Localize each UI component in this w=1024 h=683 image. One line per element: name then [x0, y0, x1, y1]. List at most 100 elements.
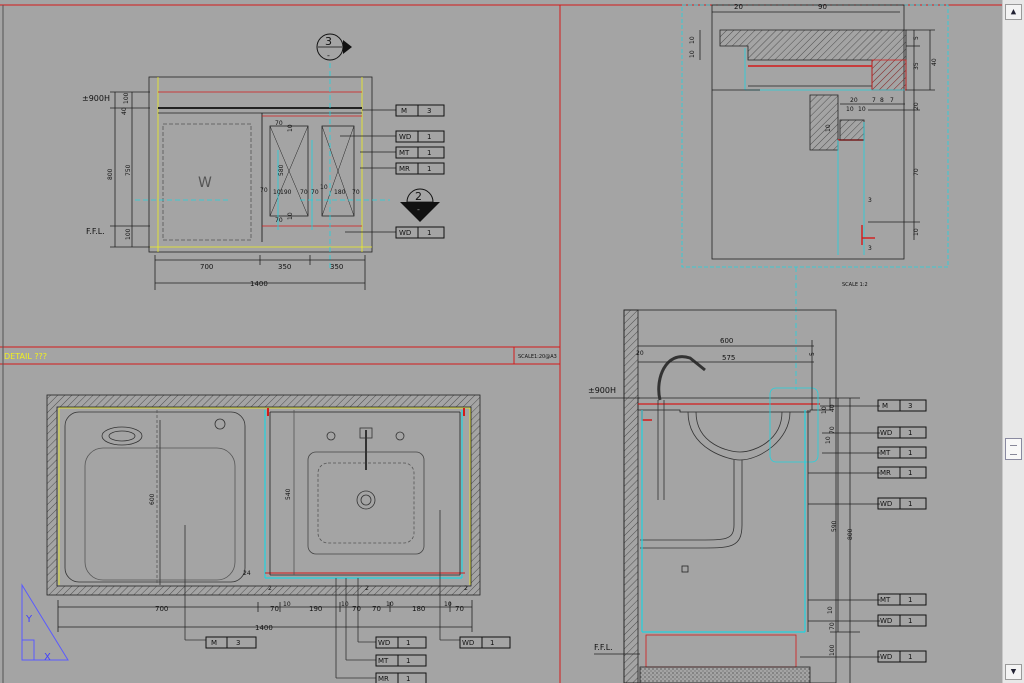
svg-text:180: 180 — [412, 605, 425, 613]
svg-text:1: 1 — [908, 429, 912, 437]
svg-text:5: 5 — [809, 352, 816, 356]
svg-text:-: - — [417, 205, 420, 214]
svg-text:1400: 1400 — [255, 624, 273, 632]
svg-text:70: 70 — [829, 426, 836, 434]
svg-text:20: 20 — [636, 350, 644, 357]
svg-text:WD: WD — [880, 617, 892, 625]
svg-text:7: 7 — [890, 97, 894, 104]
svg-text:3: 3 — [236, 639, 240, 647]
svg-text:3: 3 — [908, 402, 912, 410]
svg-text:WD: WD — [880, 429, 892, 437]
svg-text:3: 3 — [868, 245, 872, 252]
svg-text:7: 7 — [872, 97, 876, 104]
svg-text:X: X — [44, 652, 51, 663]
svg-text:70: 70 — [260, 187, 268, 194]
svg-text:750: 750 — [125, 164, 132, 176]
svg-text:WD: WD — [880, 500, 892, 508]
level-floor-elev: F.F.L. — [86, 227, 105, 236]
svg-text:1: 1 — [908, 653, 912, 661]
svg-text:10: 10 — [846, 106, 854, 113]
svg-text:100: 100 — [829, 644, 836, 656]
svg-text:10: 10 — [273, 189, 281, 196]
svg-text:8: 8 — [880, 97, 884, 104]
scale-label: SCALE — [518, 354, 534, 360]
svg-text:Y: Y — [25, 614, 33, 625]
svg-text:10: 10 — [320, 184, 328, 191]
svg-text:40: 40 — [931, 58, 938, 66]
svg-text:MT: MT — [880, 596, 891, 604]
svg-text:10: 10 — [821, 406, 828, 414]
svg-text:2: 2 — [464, 585, 468, 592]
svg-text:575: 575 — [722, 354, 735, 362]
scrollbar-thumb[interactable] — [1005, 438, 1022, 460]
svg-text:2: 2 — [268, 585, 272, 592]
svg-text:190: 190 — [280, 189, 292, 196]
svg-text:35: 35 — [913, 62, 920, 70]
svg-text:10: 10 — [827, 606, 834, 614]
cad-drawing[interactable]: DETAIL ??? SCALE 1:20@A3 — [0, 0, 1002, 683]
svg-text:600: 600 — [149, 493, 156, 505]
svg-text:10: 10 — [283, 601, 291, 608]
svg-text:MR: MR — [399, 165, 410, 173]
svg-text:800: 800 — [107, 168, 114, 180]
svg-text:10: 10 — [689, 36, 696, 44]
svg-text:70: 70 — [913, 168, 920, 176]
svg-text:20: 20 — [734, 3, 743, 11]
svg-text:2: 2 — [415, 190, 422, 203]
svg-text:1: 1 — [427, 149, 431, 157]
svg-text:600: 600 — [720, 337, 733, 345]
svg-text:700: 700 — [200, 263, 213, 271]
svg-text:1: 1 — [406, 657, 410, 665]
svg-text:20: 20 — [913, 102, 920, 110]
svg-text:1: 1 — [406, 675, 410, 683]
svg-text:1: 1 — [427, 165, 431, 173]
ucs-icon: Y X — [21, 583, 69, 663]
svg-text:MT: MT — [399, 149, 410, 157]
svg-text:2: 2 — [365, 585, 369, 592]
svg-text:1: 1 — [908, 596, 912, 604]
svg-text:70: 70 — [455, 605, 464, 613]
section-marker-2[interactable]: 2 - — [400, 188, 440, 222]
scroll-down-button[interactable]: ▼ — [1005, 664, 1022, 680]
detail-title: DETAIL ??? — [4, 352, 47, 361]
svg-text:5: 5 — [913, 36, 920, 40]
svg-text:MR: MR — [378, 675, 389, 683]
section-text: 600 575 20 5 ±900H F.F.L. 40 10 70 10 59… — [588, 337, 854, 656]
level-top-section: ±900H — [588, 386, 616, 395]
svg-text:350: 350 — [330, 263, 343, 271]
scale-value: 1:20@A3 — [534, 354, 557, 360]
svg-text:1: 1 — [427, 229, 431, 237]
svg-text:70: 70 — [352, 605, 361, 613]
scroll-up-button[interactable]: ▲ — [1005, 4, 1022, 20]
svg-text:190: 190 — [309, 605, 322, 613]
svg-text:1: 1 — [490, 639, 494, 647]
svg-text:10: 10 — [444, 601, 452, 608]
svg-text:580: 580 — [278, 164, 285, 176]
svg-text:M: M — [401, 107, 407, 115]
svg-text:M: M — [882, 402, 888, 410]
svg-text:1: 1 — [427, 133, 431, 141]
svg-text:M: M — [211, 639, 217, 647]
svg-text:1: 1 — [406, 639, 410, 647]
svg-text:70: 70 — [275, 120, 283, 127]
svg-text:90: 90 — [818, 3, 827, 11]
svg-text:WD: WD — [378, 639, 390, 647]
svg-text:WD: WD — [399, 133, 411, 141]
svg-text:MR: MR — [880, 469, 891, 477]
elevation-view — [110, 55, 396, 290]
section-view — [590, 309, 880, 683]
level-floor-section: F.F.L. — [594, 643, 613, 652]
section-marker-3[interactable]: 3 - — [316, 33, 352, 61]
svg-text:100: 100 — [123, 92, 130, 104]
svg-text:540: 540 — [285, 488, 292, 500]
svg-text:WD: WD — [880, 653, 892, 661]
svg-text:40: 40 — [829, 404, 836, 412]
vertical-scrollbar[interactable]: ▲ ▼ — [1002, 0, 1024, 683]
svg-text:10: 10 — [386, 601, 394, 608]
svg-text:70: 70 — [311, 189, 319, 196]
svg-text:70: 70 — [372, 605, 381, 613]
svg-text:70: 70 — [270, 605, 279, 613]
